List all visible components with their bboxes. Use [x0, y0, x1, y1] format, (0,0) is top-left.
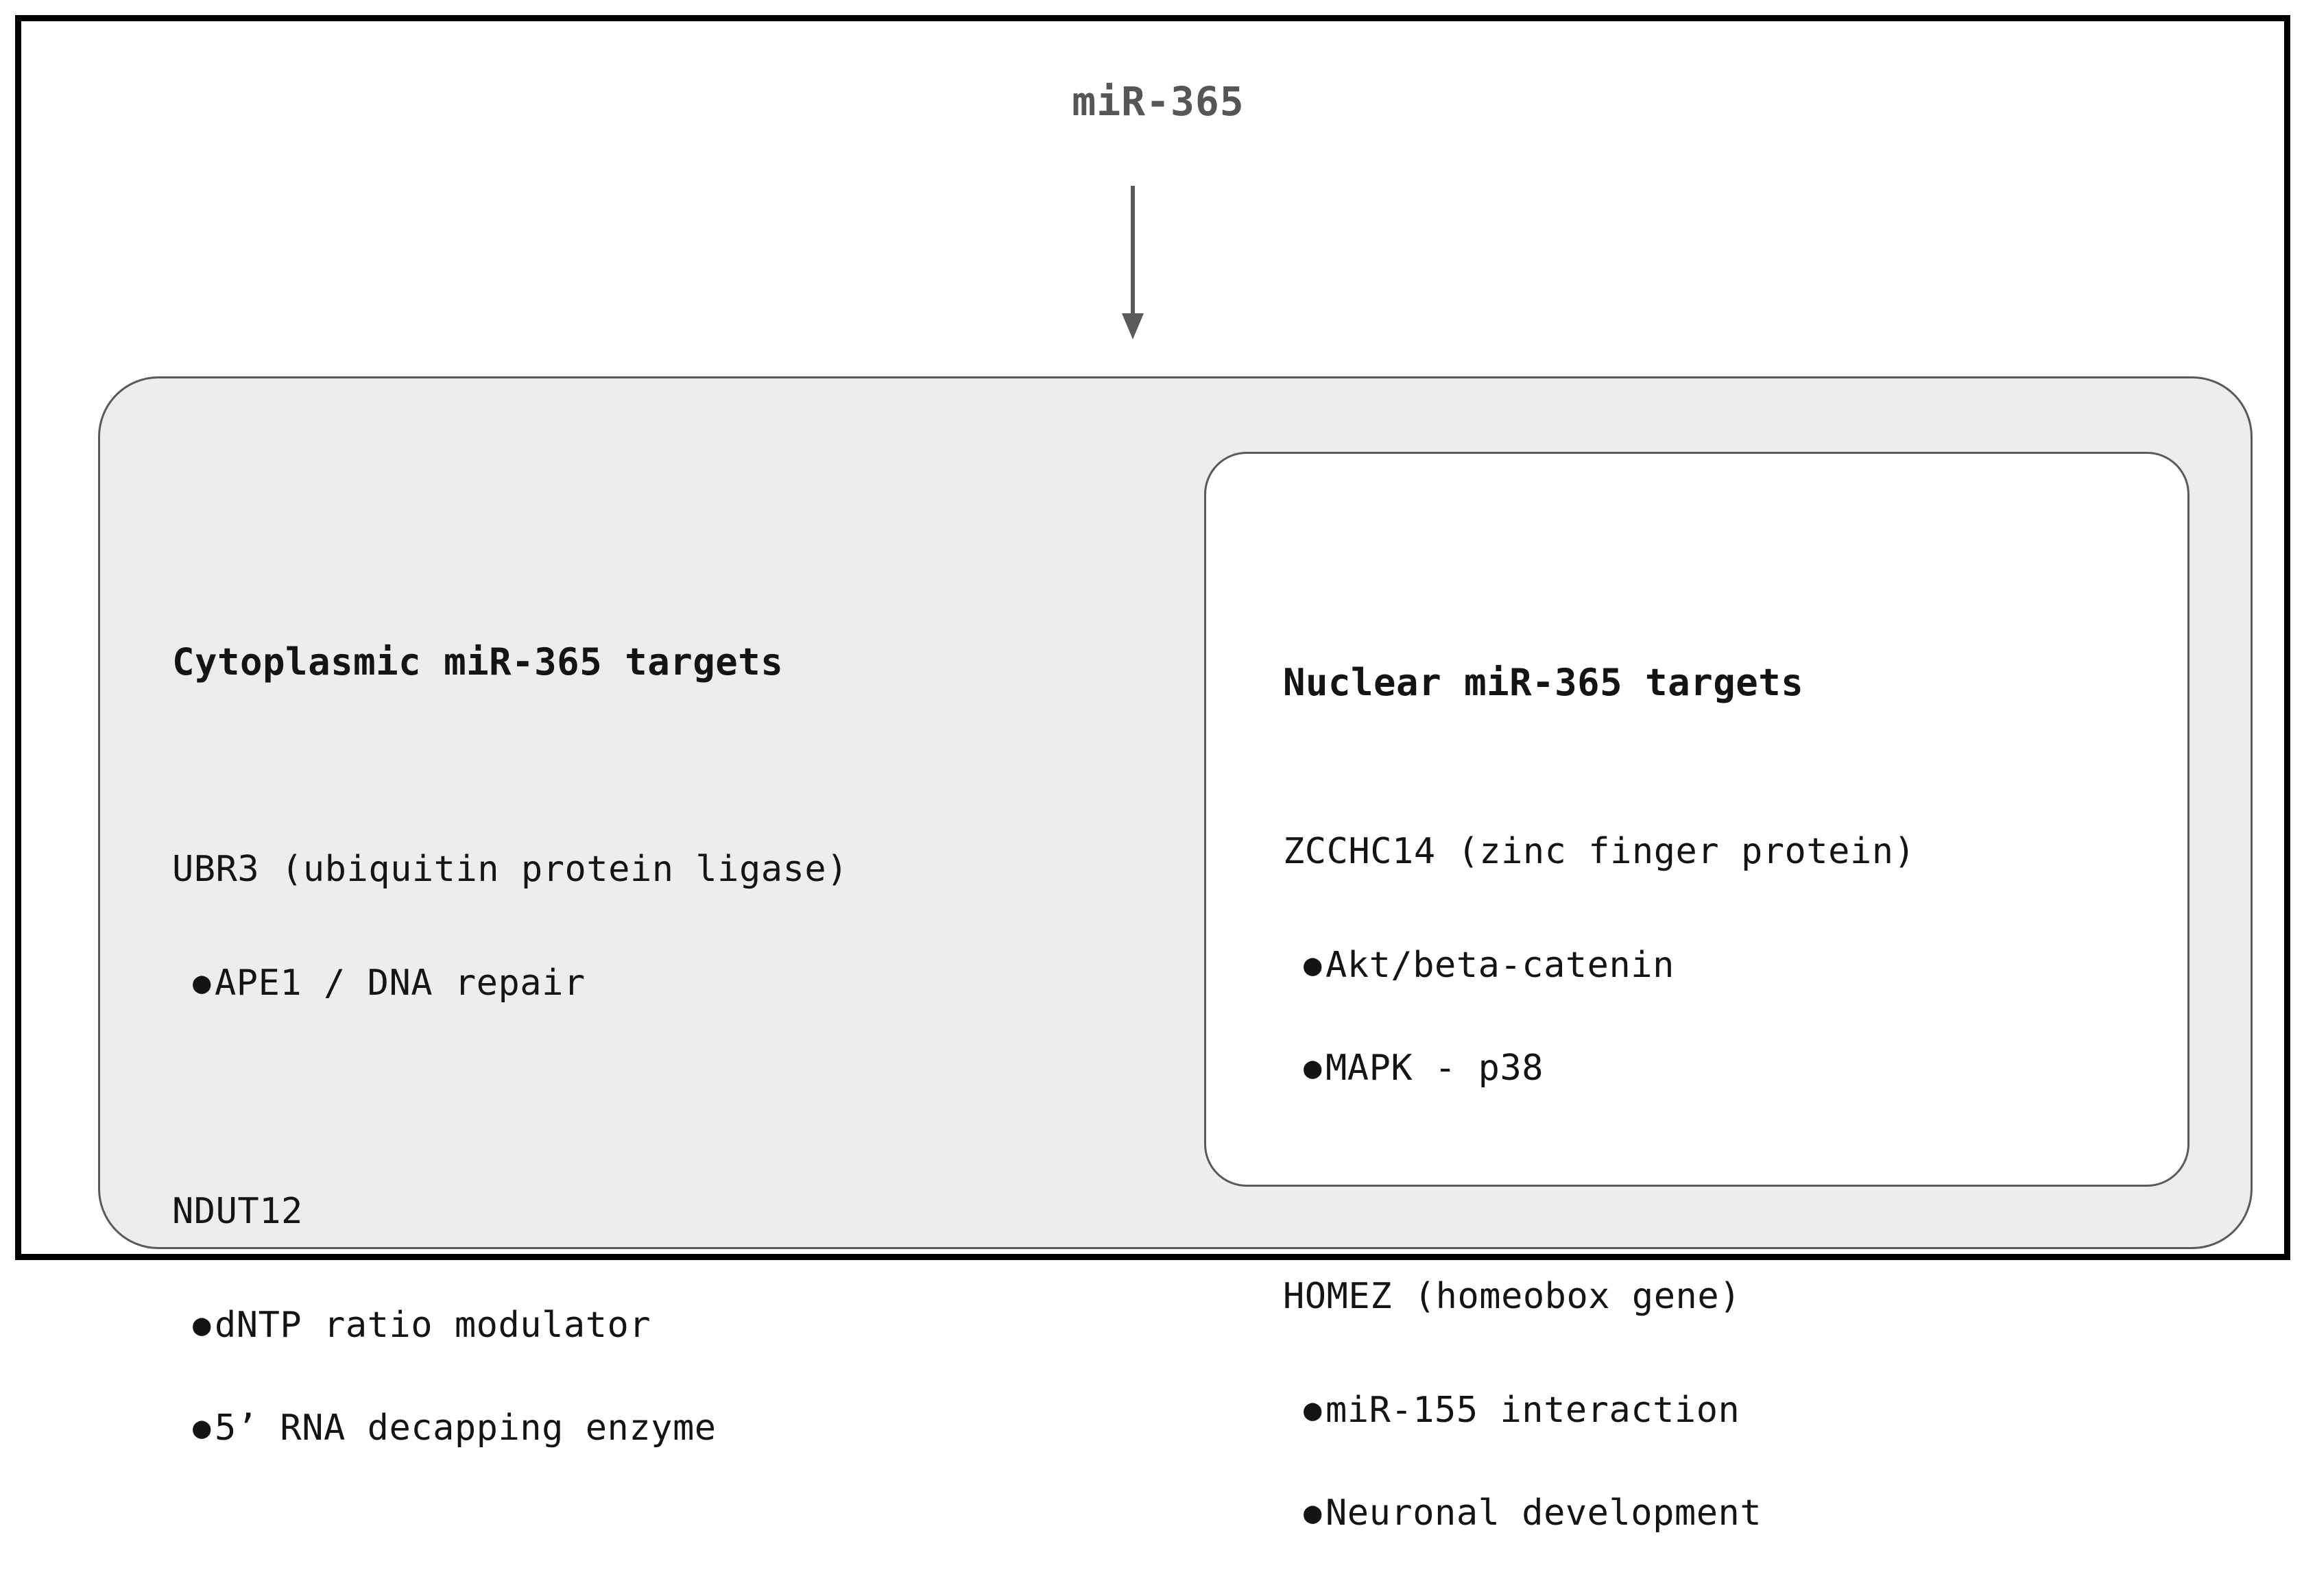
list-item: ● MAPK - p38 [1283, 1050, 2161, 1086]
list-item-label: dNTP ratio modulator [215, 1305, 651, 1346]
list-item-label: Akt/beta-catenin [1325, 945, 1675, 986]
list-item: ● dNTP ratio modulator [172, 1307, 1146, 1343]
list-item-label: MAPK - p38 [1325, 1048, 1544, 1089]
list-item: ● Neuronal development [1283, 1495, 2161, 1531]
list-item: ● Akt/beta-catenin [1283, 947, 2161, 983]
bullet-icon: ● [193, 1307, 211, 1342]
cytoplasmic-targets-heading: Cytoplasmic miR-365 targets [172, 640, 784, 684]
cytoplasmic-targets-column: Cytoplasmic miR-365 targets UBR3 (ubiqui… [172, 605, 1146, 1511]
list-item: ● APE1 / DNA repair [172, 965, 1146, 1001]
gene-label-ubr3: UBR3 (ubiquitin protein ligase) [172, 849, 849, 890]
diagram-frame: miR-365 Cytoplasmic miR-365 targets UBR3… [15, 15, 2290, 1531]
bullet-icon: ● [193, 965, 211, 1000]
bullet-icon: ● [1304, 1050, 1322, 1085]
list-item-label: Neuronal development [1325, 1492, 1762, 1534]
nucleus-container: Nuclear miR-365 targets ZCCHC14 (zinc fi… [1204, 452, 2189, 1531]
list-item-label: 5’ RNA decapping enzyme [215, 1407, 717, 1449]
nuclear-targets-column: Nuclear miR-365 targets ZCCHC14 (zinc fi… [1283, 625, 2161, 1596]
gene-group-ubr3: UBR3 (ubiquitin protein ligase) ● APE1 /… [172, 825, 1146, 1027]
downward-arrow-icon [1096, 184, 1172, 342]
nuclear-targets-heading: Nuclear miR-365 targets [1283, 661, 1804, 704]
gene-label-ndut12: NDUT12 [172, 1191, 303, 1232]
list-item: ● miR-155 interaction [1283, 1392, 2161, 1428]
gene-label-homez: HOMEZ (homeobox gene) [1283, 1276, 1741, 1317]
list-item: ● 5’ RNA decapping enzyme [172, 1410, 1146, 1446]
gene-group-homez: HOMEZ (homeobox gene) ● miR-155 interact… [1283, 1253, 2161, 1557]
list-item-label: miR-155 interaction [1325, 1390, 1740, 1431]
gene-label-zcchc14: ZCCHC14 (zinc finger protein) [1283, 831, 1916, 872]
gene-group-zcchc14: ZCCHC14 (zinc finger protein) ● Akt/beta… [1283, 808, 2161, 1112]
cytoplasm-container: Cytoplasmic miR-365 targets UBR3 (ubiqui… [98, 376, 2253, 1531]
gene-group-ndut12: NDUT12 ● dNTP ratio modulator ● 5’ RNA d… [172, 1168, 1146, 1472]
bullet-icon: ● [1304, 947, 1322, 982]
bullet-icon: ● [193, 1410, 211, 1445]
bullet-icon: ● [1304, 1495, 1322, 1530]
page-title: miR-365 [1072, 78, 1245, 125]
list-item-label: APE1 / DNA repair [215, 963, 586, 1004]
bullet-icon: ● [1304, 1392, 1322, 1427]
